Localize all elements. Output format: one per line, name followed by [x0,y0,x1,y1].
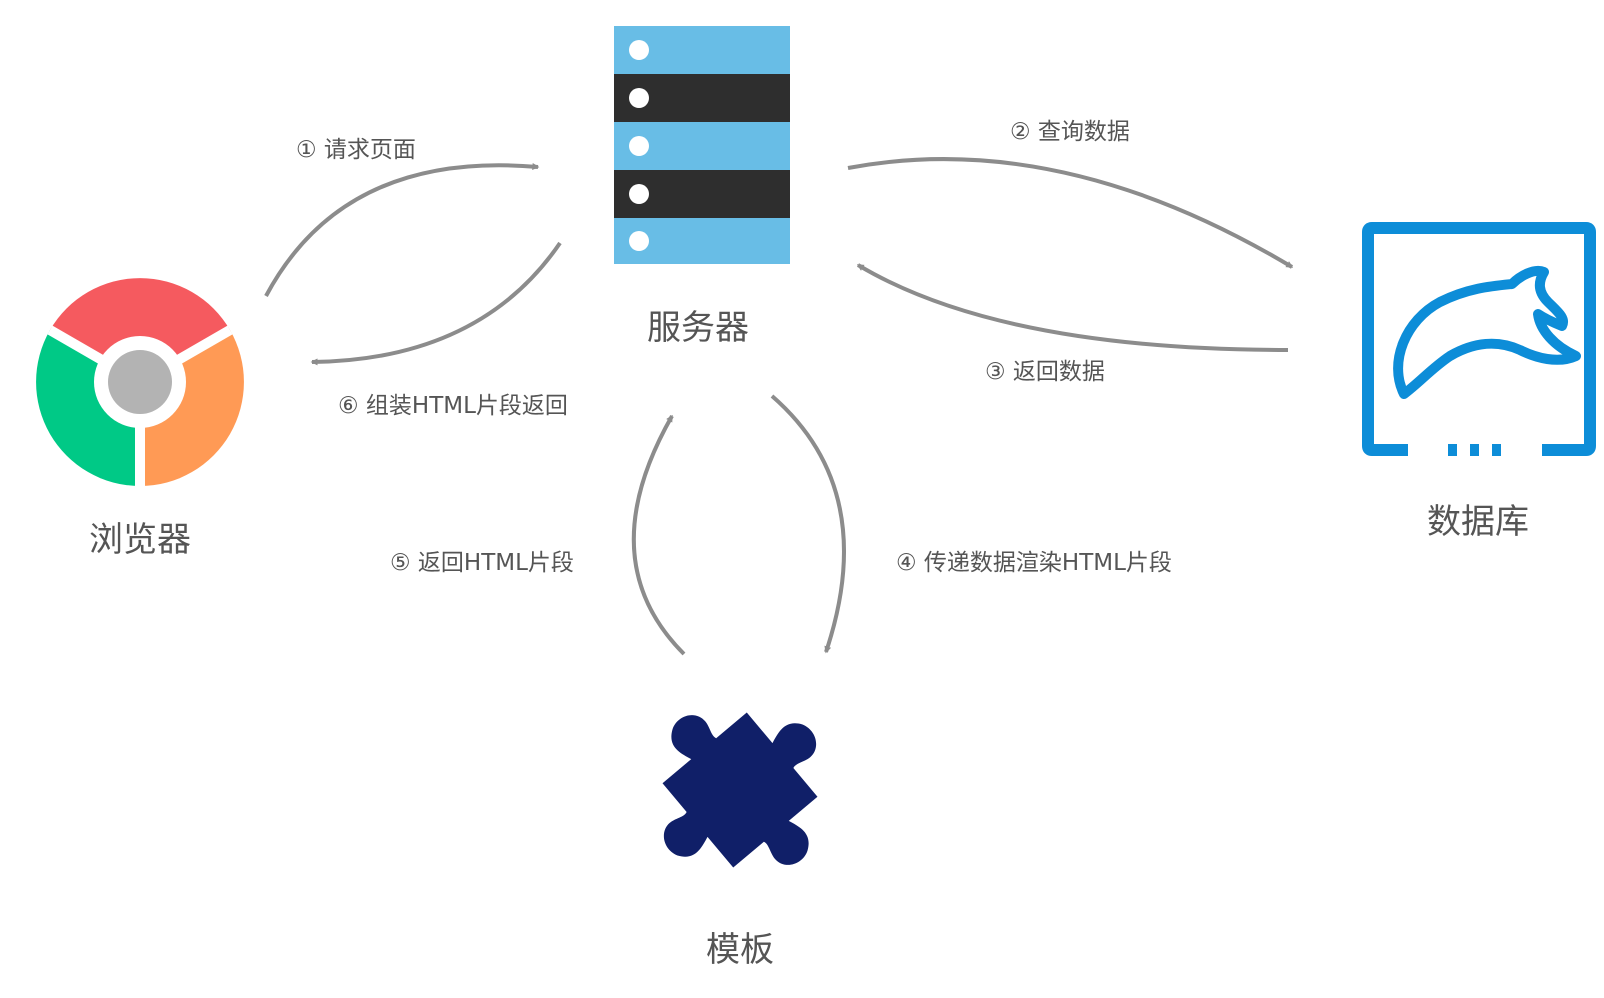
template-label: 模板 [706,930,774,970]
edge-label-5: ⑤ 返回HTML片段 [390,550,574,576]
edge-arrow-5 [631,414,686,656]
edge-arrow-6 [310,241,562,366]
edge-arrow-1 [264,163,540,297]
server-label: 服务器 [647,308,749,348]
edge-label-1: ① 请求页面 [296,137,416,163]
edge-arrow-2 [847,157,1294,269]
edge-arrow-3 [856,263,1289,352]
mysql-dolphin-icon [1362,222,1596,456]
edge-label-3: ③ 返回数据 [985,359,1105,385]
browser-label: 浏览器 [89,520,191,560]
puzzle-piece-icon [662,712,818,868]
edge-label-2: ② 查询数据 [1010,119,1130,145]
chrome-browser-icon [36,278,244,486]
database-label: 数据库 [1427,502,1529,542]
edge-arrow-4 [770,394,846,654]
edge-label-6: ⑥ 组装HTML片段返回 [338,393,568,419]
server-rack-icon [614,26,790,264]
edge-label-4: ④ 传递数据渲染HTML片段 [896,550,1172,576]
